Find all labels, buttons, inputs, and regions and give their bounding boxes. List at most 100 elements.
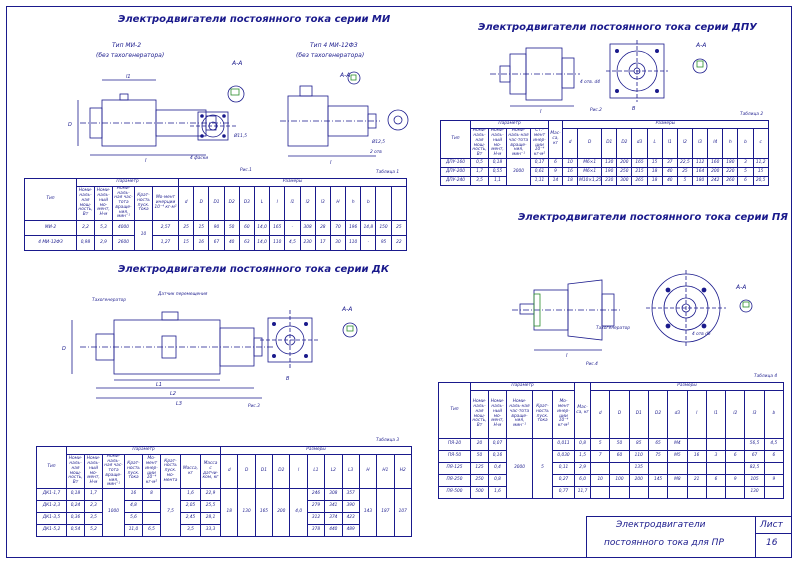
dk-cell: 1,6 [180, 488, 201, 502]
mi-th-type: Тип [24, 177, 77, 222]
mi-note-chamfer: 4 фаски [190, 156, 209, 161]
pya-cell [763, 486, 785, 499]
dpu-cell: 0,5 [470, 158, 489, 168]
pya-cell [725, 486, 746, 499]
dpu-cell: 0,55 [488, 167, 507, 177]
dk-cell: 1000 [102, 488, 125, 538]
pya-cell: 0,030 [551, 450, 576, 463]
pya-dim-col: d3 [667, 390, 688, 439]
pya-dim-col: D2 [647, 390, 669, 439]
mi-dim-col: H [329, 185, 347, 222]
mi-dim-col: l2 [299, 185, 316, 222]
mi-dim-col [375, 185, 392, 222]
dk-dim-col: L3 [341, 453, 360, 490]
dk-cell: 165 [254, 488, 274, 538]
dpu-cell: 40 [661, 167, 678, 177]
mi-cell: 4 МИ-12ФЗ [24, 235, 77, 252]
pya-cell: 6,0 [574, 474, 592, 487]
dk-cell [142, 512, 161, 526]
mi-type2-note: (без тахогенератора) [296, 52, 365, 59]
pya-tacho-label: Тахогенератор [596, 326, 631, 331]
pya-cell: М5 [667, 450, 688, 463]
pya-table: Тип Параметр Мас-са, кг Размеры Номи-нал… [438, 382, 785, 499]
pya-cell: 2,9 [574, 462, 592, 475]
pya-cell [725, 438, 746, 451]
dpu-dim-col: h [722, 128, 739, 159]
pya-cell: М4 [667, 438, 688, 451]
table-row: ПЯ-50 50 0,16 0,030 1,5 7 60 110 75 М5 1… [438, 450, 785, 463]
dpu-figure-label: Рис.2 [590, 108, 602, 113]
pya-cell: 65 [647, 438, 669, 451]
dk-cell: 1,7 [84, 488, 103, 502]
mi-dim-col: D2 [223, 185, 240, 222]
pya-cell: 135 [628, 462, 649, 475]
dk-dim-col: l [289, 453, 308, 490]
pya-cell: 3000 [506, 438, 533, 499]
pya-cell [705, 462, 727, 475]
dpu-cell: 0,18 [488, 158, 507, 168]
dk-cell: 187 [376, 488, 395, 538]
dk-cell: 246 [306, 488, 326, 502]
pya-cell: 6 [763, 450, 785, 463]
dk-cell: 0,36 [66, 512, 85, 526]
pya-cell: 67 [744, 450, 765, 463]
mi-cell: 230 [299, 235, 316, 252]
pya-th-type: Тип [438, 382, 471, 439]
dk-th-param: Параметр [65, 446, 222, 455]
mi-cell: 70 [329, 220, 347, 237]
pya-th-torque: Номи-наль-ный мо-мент, Н·м [488, 390, 507, 439]
mi-cell: 308 [299, 220, 316, 237]
pya-cell [725, 462, 746, 475]
dk-cell: 3,5 [84, 512, 103, 526]
dpu-cell: 15 [646, 158, 663, 168]
mi-th-start: Крат-ность пуск. тока [134, 185, 153, 222]
dk-cell: 16 [124, 488, 143, 502]
pya-cell: 10 [590, 474, 611, 487]
pya-cell [705, 438, 727, 451]
dk-cell: 33,3 [199, 524, 222, 538]
dk-cell: 357 [341, 488, 360, 502]
mi-cell: 28 [314, 220, 331, 237]
dpu-cell: 180 [692, 176, 709, 186]
svg-text:l: l [540, 109, 542, 115]
mi-cell: 16 [193, 235, 210, 252]
pya-cell [647, 486, 669, 499]
table-row: МИ-2 2,2 5,3 4000 10 2,57 25 15 90 50 60… [24, 220, 408, 252]
dpu-cell: М6×1 [577, 158, 603, 168]
mi-type1: Тип МИ-2 [112, 42, 142, 49]
dk-th-mass: Масса, кг [180, 453, 201, 490]
dpu-cell: 300 [616, 176, 633, 186]
dk-cell: 5,2 [84, 524, 103, 538]
pya-cell: 56,5 [744, 438, 765, 451]
mi-cell: 95 [375, 235, 392, 252]
dk-cell: 200 [272, 488, 291, 538]
pya-cell: ПЯ-250 [438, 474, 471, 487]
dpu-cell: 1,11 [529, 176, 550, 186]
dk-table-label: Таблица 3 [376, 438, 400, 443]
title-block-sheet-number: 16 [766, 538, 778, 548]
pya-cell: 75 [647, 450, 669, 463]
title-block [586, 516, 792, 558]
mi-dim-col [390, 185, 408, 222]
dk-cell: 4,0 [289, 488, 308, 538]
dpu-cell: 1,1 [488, 176, 507, 186]
pya-th-inertia: Мо-мент инер-ции 10⁻⁴ кг·м² [551, 390, 576, 439]
dk-table: Тип Параметр Размеры Номи-наль-ная мощ-н… [36, 445, 413, 538]
dk-th-dims: Размеры [220, 446, 412, 455]
pya-dim-col: l1 [705, 390, 727, 439]
dk-cell: 308 [324, 488, 343, 502]
pya-cell: ПЯ-20 [438, 438, 471, 451]
pya-cell [705, 486, 727, 499]
dk-figure-label: Рис.3 [248, 404, 260, 409]
dpu-dim-col: l2 [676, 128, 694, 159]
mi-th-dims: Размеры [178, 178, 407, 187]
pya-holes-note: 4 отв d5 [692, 332, 711, 337]
pya-th-start: Крат-ность пуск. тока [532, 390, 553, 439]
dk-cell: 0,54 [66, 524, 85, 538]
pya-cell [609, 462, 630, 475]
pya-cell: 0,27 [551, 474, 576, 487]
dk-dim-col: d [220, 453, 239, 490]
pya-cell: 20 [470, 438, 489, 451]
dpu-table: Тип Параметр Мас-са, кг Размеры Номи-нал… [440, 120, 784, 186]
mi-th-param: Параметр [75, 178, 180, 187]
